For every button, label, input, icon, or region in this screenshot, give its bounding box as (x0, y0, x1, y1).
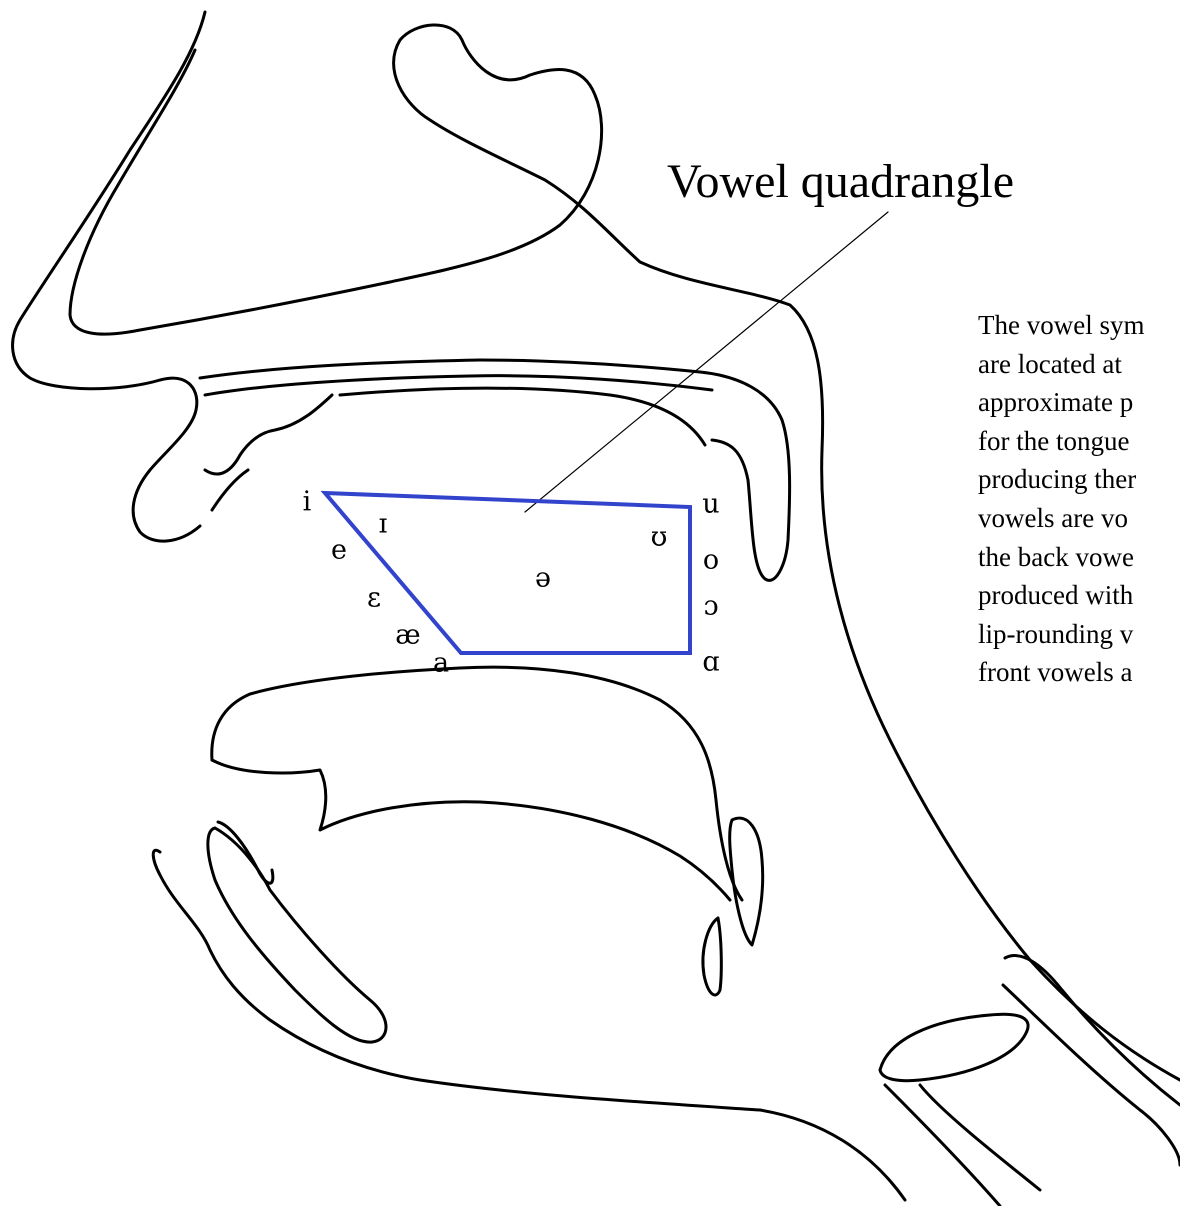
caption-text: The vowel sym are located at approximate… (978, 306, 1180, 692)
trachea-contour (885, 956, 1180, 1206)
vowel-a: a (433, 650, 449, 677)
hyoid-bone (703, 918, 721, 995)
vowel-upsilon: ʊ (651, 524, 668, 551)
tongue-lower-contour (212, 760, 730, 900)
vowel-small-i: ɪ (379, 511, 388, 538)
upper-teeth (205, 395, 332, 510)
vowel-schwa: ə (535, 565, 551, 592)
caption-line-4: for the tongue (978, 422, 1180, 461)
lower-jaw-contour (153, 850, 905, 1200)
vowel-epsilon: ɛ (367, 585, 381, 612)
tongue-contour (212, 667, 742, 900)
palate-upper-contour (200, 360, 790, 580)
vowel-script-a: ɑ (702, 649, 719, 676)
caption-line-2: are located at (978, 345, 1180, 384)
vowel-o: o (703, 547, 719, 574)
vowel-u: u (702, 491, 719, 518)
palate-inner-contour (340, 388, 705, 445)
vowel-open-o: ɔ (703, 593, 718, 620)
vowel-ae: æ (395, 622, 420, 649)
caption-line-3: approximate p (978, 383, 1180, 422)
larynx-outer (880, 1014, 1028, 1080)
caption-line-7: the back vowe (978, 538, 1180, 577)
caption-line-8: produced with (978, 576, 1180, 615)
palate-lower-contour (205, 376, 712, 395)
caption-line-9: lip-rounding v (978, 615, 1180, 654)
caption-line-1: The vowel sym (978, 306, 1180, 345)
diagram-title: Vowel quadrangle (667, 158, 1014, 206)
lower-teeth (208, 828, 386, 1042)
caption-line-6: vowels are vo (978, 499, 1180, 538)
vowel-e: e (331, 537, 347, 564)
face-outer-contour (13, 12, 205, 541)
caption-line-5: producing ther (978, 460, 1180, 499)
epiglottis (730, 818, 763, 945)
caption-line-10: front vowels a (978, 653, 1180, 692)
vowel-i: i (303, 489, 312, 516)
